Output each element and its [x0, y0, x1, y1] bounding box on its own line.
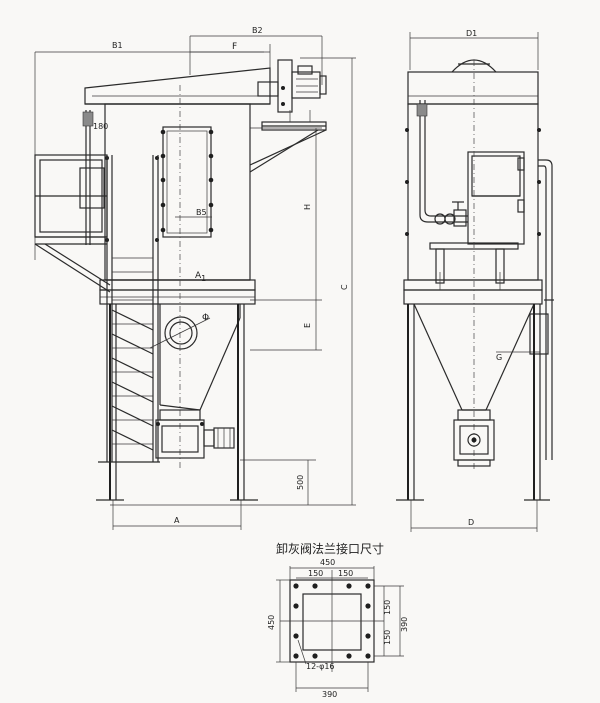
flange-dim-390-right: 390 — [400, 617, 409, 632]
front-platform — [249, 110, 327, 173]
side-view: D1 — [396, 29, 554, 532]
flange-bolts — [293, 583, 371, 659]
dim-a-label: A — [174, 516, 180, 525]
front-right-dimensions: H C E 500 — [110, 57, 356, 506]
label-phi: Φ — [202, 313, 209, 323]
front-view: B1 B2 F H C E 500 — [34, 26, 356, 530]
flange-dim-150-right: 150 — [338, 569, 353, 578]
dim-f-label: F — [232, 42, 237, 52]
dim-h-label: H — [303, 204, 312, 210]
dim-180-label: 180 — [93, 122, 108, 131]
front-body — [99, 103, 256, 305]
front-fan-motor — [257, 59, 327, 113]
flange-bolt-note: 12-φ16 — [306, 662, 335, 671]
dim-b2-label: B2 — [252, 26, 263, 35]
front-ladder — [106, 155, 159, 462]
side-body — [403, 103, 543, 305]
dim-c-label: C — [340, 284, 349, 290]
flange-dim-450-left: 450 — [267, 615, 276, 630]
side-discharge-valve — [453, 409, 495, 467]
dim-d1-label: D1 — [466, 29, 477, 38]
flange-dim-150-v2: 150 — [383, 630, 392, 645]
side-hopper: G — [413, 60, 549, 470]
front-top-cover — [84, 67, 271, 105]
side-air-pipe — [416, 100, 468, 227]
side-right-pipe — [538, 159, 554, 460]
front-inspection-door: B5 — [160, 126, 214, 238]
flange-dim-390-bottom: 390 — [322, 690, 337, 699]
flange-dim-450-top: 450 — [320, 558, 335, 567]
side-top-cover — [407, 59, 539, 105]
front-legs: A — [96, 304, 258, 530]
label-a1: A1 — [195, 271, 206, 283]
dim-b1-label: B1 — [112, 41, 123, 50]
side-inner-frame — [467, 151, 525, 245]
front-pipe: 180 — [82, 110, 108, 245]
dim-b5-label: B5 — [196, 208, 207, 217]
side-legs: D — [396, 304, 550, 532]
dim-g-label: G — [496, 353, 502, 362]
front-hopper: Φ — [149, 85, 241, 470]
front-top-dimensions: B1 B2 F — [34, 26, 323, 260]
front-discharge-valve — [155, 409, 235, 459]
front-side-platform — [34, 154, 159, 293]
flange-dim-150-v1: 150 — [383, 600, 392, 615]
flange-dim-150-left: 150 — [308, 569, 323, 578]
dim-e-label: E — [303, 323, 312, 328]
dim-500-label: 500 — [296, 475, 305, 490]
flange-detail: 卸灰阀法兰接口尺寸 450 150 150 — [267, 541, 409, 699]
side-top-dimension: D1 — [409, 29, 539, 70]
dim-d-label: D — [468, 518, 474, 527]
flange-caption: 卸灰阀法兰接口尺寸 — [276, 541, 384, 556]
